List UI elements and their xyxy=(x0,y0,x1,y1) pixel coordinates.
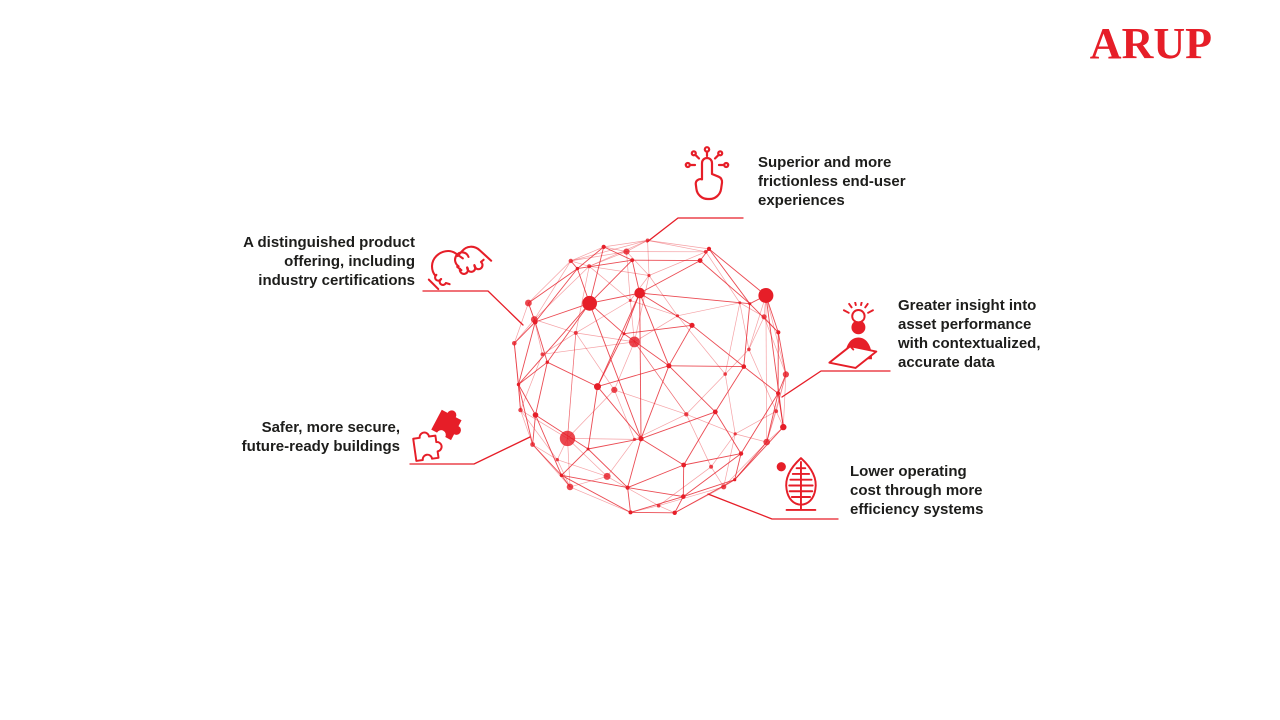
person-lightbulb-laptop-icon xyxy=(828,302,878,369)
leaf-icon xyxy=(776,457,817,511)
callout-label: Safer, more secure, future-ready buildin… xyxy=(241,419,400,455)
arup-logo: ARUP xyxy=(1089,19,1212,68)
callout-connectors xyxy=(409,217,891,520)
connector-line xyxy=(646,217,744,243)
connector-line xyxy=(781,370,891,398)
tap-icon xyxy=(684,146,730,201)
globe-edges xyxy=(513,240,787,514)
connector-line xyxy=(707,493,839,520)
callout-lower-operating-cost: Lower operating cost through more effici… xyxy=(776,455,983,519)
connector-line xyxy=(422,290,524,326)
callout-label: Lower operating cost through more effici… xyxy=(850,463,984,518)
callout-asset-insight: Greater insight into asset performance w… xyxy=(826,294,1041,372)
callout-future-ready-buildings: Safer, more secure, future-ready buildin… xyxy=(168,409,466,468)
callout-label: A distinguished product offering, includ… xyxy=(243,234,415,289)
callout-label: Greater insight into asset performance w… xyxy=(898,297,1041,371)
puzzle-icon xyxy=(412,409,462,462)
callout-label: Superior and more frictionless end-user … xyxy=(758,154,906,209)
connector-line xyxy=(409,436,531,465)
callout-end-user-experiences: Superior and more frictionless end-user … xyxy=(682,146,906,210)
callout-product-offering: A distinguished product offering, includ… xyxy=(186,229,494,292)
handshake-icon xyxy=(427,245,493,291)
globe-nodes xyxy=(512,238,790,515)
